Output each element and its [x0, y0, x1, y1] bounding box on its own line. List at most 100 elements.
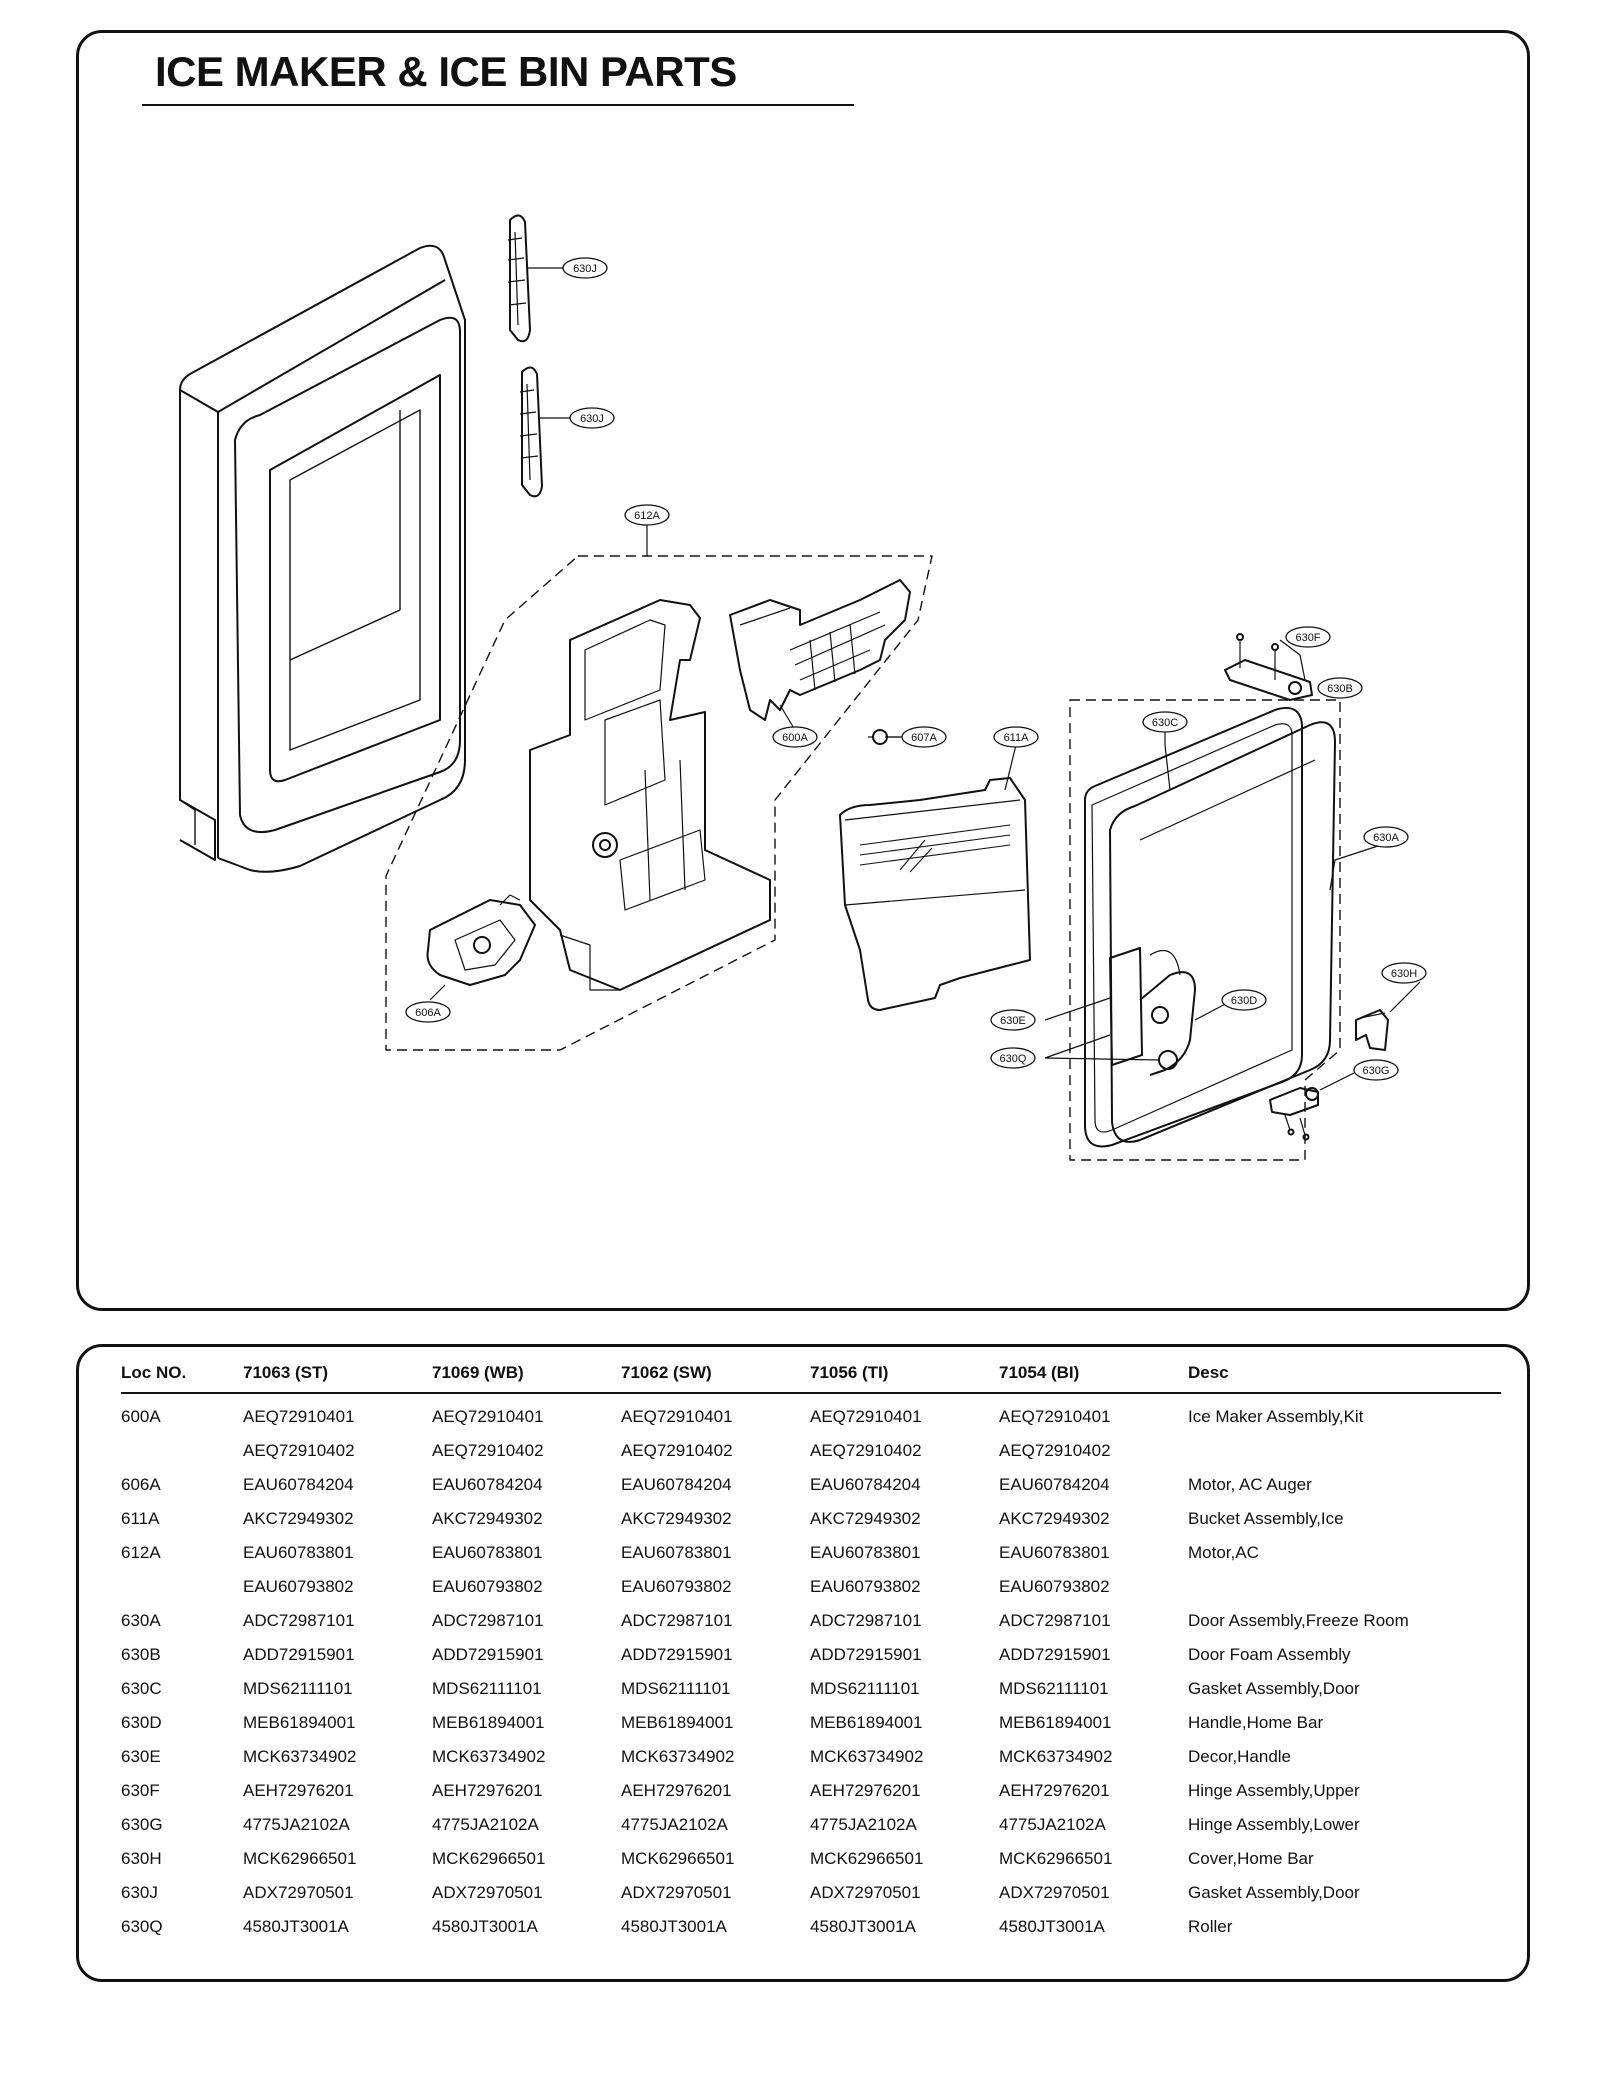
- table-cell: MEB61894001: [621, 1713, 734, 1732]
- table-cell: EAU60793802: [810, 1577, 921, 1596]
- callout-630g: 630G: [1353, 1059, 1399, 1081]
- table-cell: ADX72970501: [432, 1883, 543, 1902]
- table-cell: Gasket Assembly,Door: [1188, 1679, 1360, 1698]
- svg-text:630J: 630J: [580, 413, 604, 425]
- table-cell: ADX72970501: [621, 1883, 732, 1902]
- gasket-630j-lower-drawing: [519, 366, 543, 498]
- table-cell: AEQ72910402: [999, 1441, 1111, 1460]
- table-cell: 4775JA2102A: [243, 1815, 350, 1834]
- table-cell: 630D: [121, 1713, 162, 1732]
- table-cell: AKC72949302: [810, 1509, 921, 1528]
- upper-hinge-drawing: [1224, 633, 1313, 701]
- table-cell: 4580JT3001A: [621, 1917, 727, 1936]
- table-cell: AEH72976201: [621, 1781, 732, 1800]
- table-cell: MCK62966501: [243, 1849, 357, 1868]
- table-cell: EAU60793802: [999, 1577, 1110, 1596]
- svg-text:612A: 612A: [634, 510, 660, 522]
- table-cell: MEB61894001: [810, 1713, 923, 1732]
- table-cell: AEQ72910402: [243, 1441, 355, 1460]
- home-bar-handle-drawing: [1109, 947, 1196, 1076]
- gasket-630j-upper-drawing: [507, 214, 531, 343]
- table-cell: ADX72970501: [243, 1883, 354, 1902]
- parts-table: Loc NO. 71063 (ST) 71069 (WB) 71062 (SW)…: [121, 1360, 1501, 1944]
- header-loc-no: Loc NO.: [121, 1360, 243, 1394]
- svg-text:611A: 611A: [1004, 732, 1030, 744]
- leader-lines: [429, 267, 1421, 1091]
- callout-630d: 630D: [1221, 989, 1267, 1011]
- table-cell: EAU60783801: [432, 1543, 543, 1562]
- table-cell: AEQ72910402: [810, 1441, 922, 1460]
- callout-611a: 611A: [993, 726, 1039, 748]
- table-cell: ADC72987101: [432, 1611, 544, 1630]
- table-cell: 612A: [121, 1543, 161, 1562]
- svg-text:630D: 630D: [1231, 995, 1257, 1007]
- svg-text:607A: 607A: [911, 732, 937, 744]
- table-cell: AEQ72910401: [432, 1407, 544, 1426]
- table-cell: 611A: [121, 1509, 160, 1528]
- table-cell: MCK62966501: [999, 1849, 1113, 1868]
- table-cell: MEB61894001: [999, 1713, 1112, 1732]
- table-cell: MDS62111101: [243, 1679, 353, 1698]
- door-group-outline: [1069, 699, 1341, 1161]
- auger-housing-drawing: [529, 599, 771, 991]
- table-cell: ADD72915901: [243, 1645, 355, 1664]
- table-cell: EAU60784204: [243, 1475, 354, 1494]
- table-cell: MEB61894001: [432, 1713, 545, 1732]
- page-title: ICE MAKER & ICE BIN PARTS: [155, 48, 737, 95]
- ice-maker-assembly-drawing: [729, 579, 911, 721]
- table-cell: AKC72949302: [432, 1509, 543, 1528]
- svg-text:630J: 630J: [573, 263, 597, 275]
- exploded-parts-diagram: 630J 630J 612A 600A 607A 611A 606A 630F …: [179, 214, 1427, 1161]
- svg-text:630G: 630G: [1363, 1065, 1390, 1077]
- table-cell: MCK62966501: [810, 1849, 924, 1868]
- table-cell: ADD72915901: [621, 1645, 733, 1664]
- table-cell: Cover,Home Bar: [1188, 1849, 1314, 1868]
- header-desc: Desc: [1188, 1360, 1501, 1394]
- table-cell: 630F: [121, 1781, 160, 1800]
- table-cell: Hinge Assembly,Lower: [1188, 1815, 1360, 1834]
- table-cell: 630J: [121, 1883, 158, 1902]
- table-cell: Gasket Assembly,Door: [1188, 1883, 1360, 1902]
- table-cell: Handle,Home Bar: [1188, 1713, 1324, 1732]
- door-foam-drawing: [1109, 721, 1336, 1143]
- table-cell: MCK63734902: [243, 1747, 357, 1766]
- door-frame-drawing: [179, 244, 466, 873]
- table-cell: EAU60784204: [810, 1475, 921, 1494]
- table-cell: ADD72915901: [432, 1645, 544, 1664]
- table-cell: EAU60783801: [243, 1543, 354, 1562]
- table-cell: EAU60784204: [999, 1475, 1110, 1494]
- header-model-71063: 71063 (ST): [243, 1360, 432, 1394]
- table-cell: ADC72987101: [243, 1611, 355, 1630]
- table-cell: Ice Maker Assembly,Kit: [1188, 1407, 1364, 1426]
- table-cell: ADC72987101: [621, 1611, 733, 1630]
- table-cell: MCK63734902: [621, 1747, 735, 1766]
- callout-630j-lower: 630J: [569, 407, 615, 429]
- table-cell: 4775JA2102A: [621, 1815, 728, 1834]
- table-cell: AEQ72910401: [810, 1407, 922, 1426]
- table-cell: Door Assembly,Freeze Room: [1188, 1611, 1409, 1630]
- table-cell: EAU60793802: [243, 1577, 354, 1596]
- table-cell: [121, 1570, 243, 1604]
- table-cell: 4775JA2102A: [432, 1815, 539, 1834]
- table-cell: [121, 1434, 243, 1468]
- table-cell: AEQ72910402: [621, 1441, 733, 1460]
- table-cell: EAU60783801: [621, 1543, 732, 1562]
- table-cell: Bucket Assembly,Ice: [1188, 1509, 1344, 1528]
- table-cell: EAU60784204: [432, 1475, 543, 1494]
- callout-630h: 630H: [1381, 962, 1427, 984]
- table-cell: 606A: [121, 1475, 161, 1494]
- table-cell: Roller: [1188, 1917, 1233, 1936]
- callout-600a: 600A: [772, 726, 818, 748]
- table-cell: 630E: [121, 1747, 161, 1766]
- callout-630e: 630E: [990, 1009, 1036, 1031]
- table-cell: MDS62111101: [621, 1679, 731, 1698]
- table-cell: ADC72987101: [999, 1611, 1111, 1630]
- table-cell: 4580JT3001A: [810, 1917, 916, 1936]
- table-cell: 630C: [121, 1679, 162, 1698]
